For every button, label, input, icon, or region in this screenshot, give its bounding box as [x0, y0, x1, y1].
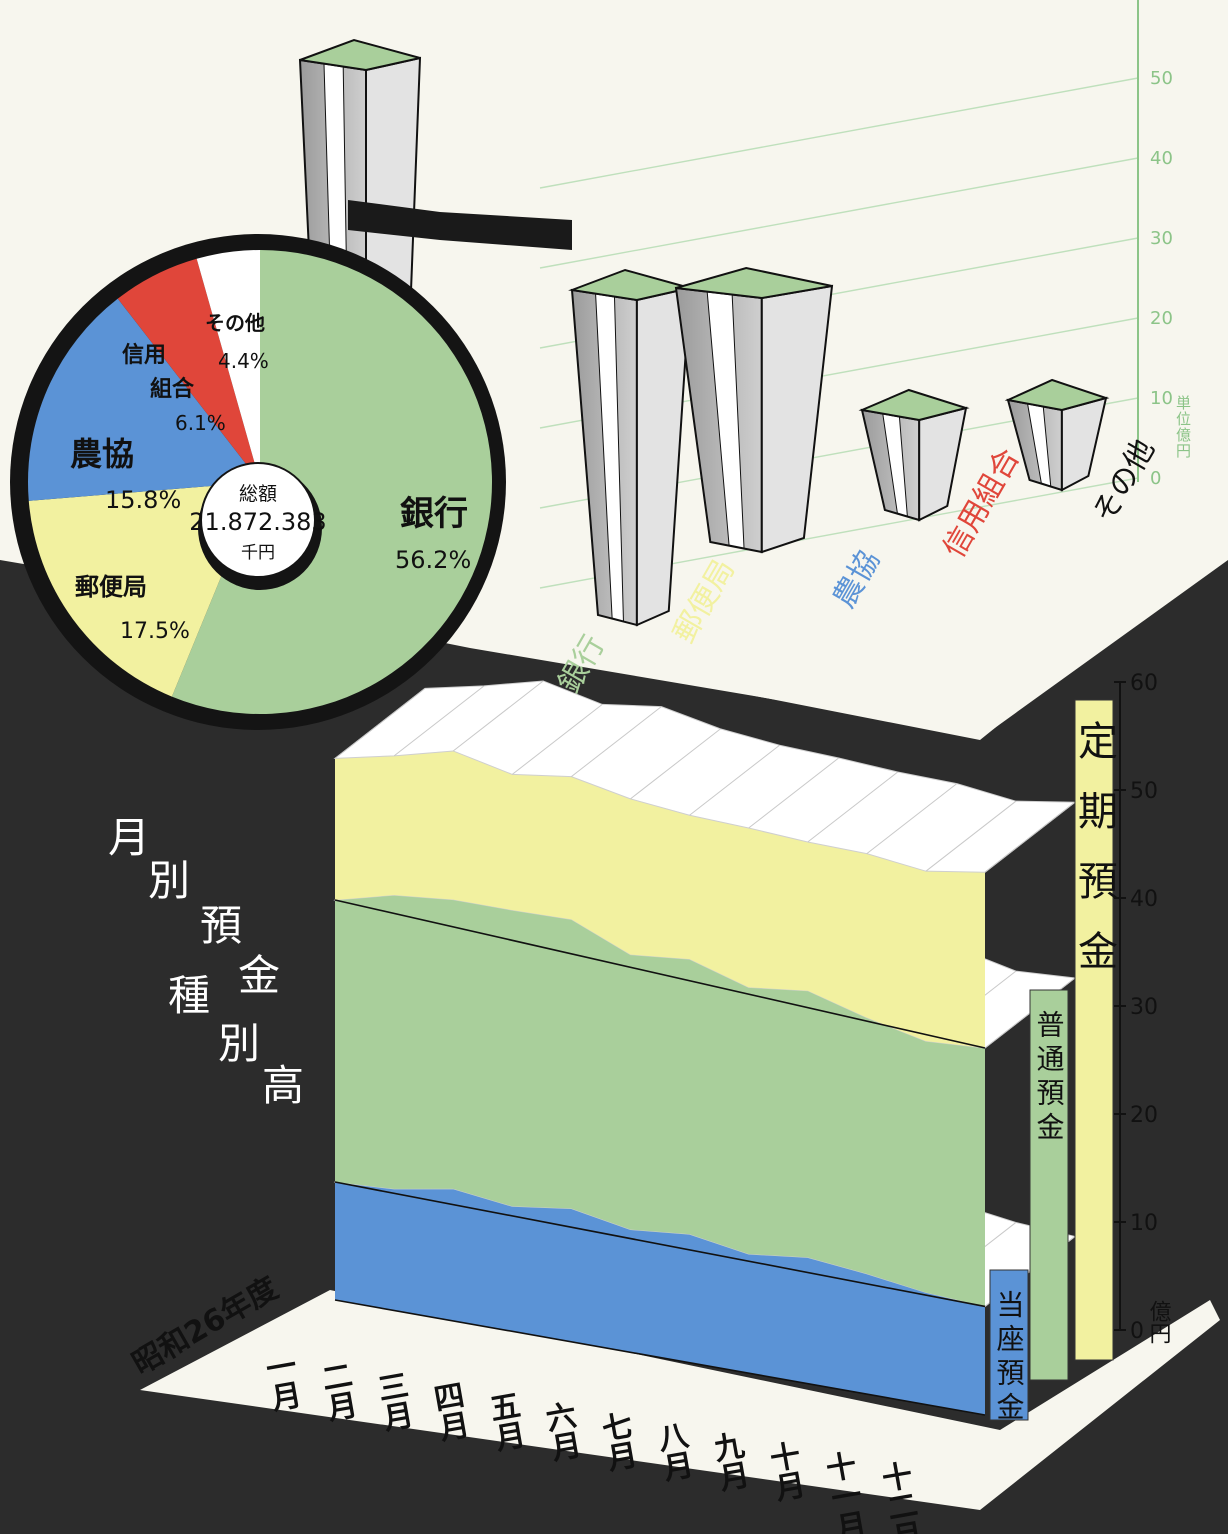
main-title-char: 種	[168, 971, 210, 1020]
area-top-rib	[925, 800, 1017, 872]
area-y-tick-label: 20	[1130, 1103, 1158, 1128]
pie-label-value: 56.2%	[395, 546, 471, 574]
area-series-label-定期預金: 定期預金	[1071, 720, 1117, 1000]
area-y-tick-label: 30	[1130, 995, 1158, 1020]
area-top-rib	[748, 757, 839, 829]
bar-top-農協	[675, 266, 833, 300]
area-series-baseline	[334, 899, 986, 1049]
area-chart-floor	[140, 1290, 1220, 1510]
bar-y-tick-label: 30	[1150, 228, 1173, 249]
pie-label-name: 郵便局	[75, 573, 147, 601]
bar-break-mark	[348, 200, 572, 250]
bar-y-tick-label: 40	[1150, 148, 1173, 169]
pie-label-value: 4.4%	[218, 349, 269, 373]
main-title-char: 別	[218, 1019, 260, 1068]
bar-y-tick-label: 0	[1150, 468, 1161, 489]
bar-chart-y-axis: 0 10 20 30 40 50	[1137, 0, 1173, 489]
area-y-tick-label: 0	[1130, 1319, 1144, 1344]
area-top-rib	[511, 704, 603, 775]
bar-y-tick-label: 10	[1150, 388, 1173, 409]
area-series-label-band	[989, 1269, 1029, 1421]
area-series-当座預金	[335, 1182, 985, 1415]
pie-labels: 銀行 56.2% 郵便局 17.5% 農協 15.8% 信用組合 6.1% その他 4.4%	[70, 311, 471, 644]
area-series-定期預金	[335, 750, 985, 1049]
pie-center-disk	[200, 462, 316, 578]
area-series-baseline	[334, 1299, 986, 1416]
area-chart-y-axis: 0 10 20 30 40 50 60	[1114, 671, 1158, 1344]
area-y-unit-label: 億円	[1146, 1300, 1172, 1344]
bar-top-その他	[1004, 378, 1110, 412]
pie-label-value: 17.5%	[120, 619, 190, 644]
bar-y-tick-label: 50	[1150, 68, 1173, 89]
bar-y-tick-label: 20	[1150, 308, 1173, 329]
bar-gridline	[539, 77, 1139, 189]
pie-label-name: 信用	[122, 342, 166, 368]
pie-center-unit: 千円	[241, 543, 275, 563]
area-series-baseline	[334, 1181, 986, 1308]
area-top-rib	[807, 771, 899, 843]
area-top-rib	[866, 783, 958, 855]
pie-slice-銀行	[171, 250, 493, 714]
area-top-rib	[689, 744, 780, 816]
area-series-label-band	[1029, 989, 1069, 1381]
pie-slice-農協	[28, 298, 260, 501]
pie-slices	[28, 250, 493, 714]
pie-label-name: 組合	[150, 376, 195, 402]
pie-label-value: 6.1%	[175, 411, 226, 435]
bar-top-銀行	[299, 38, 421, 72]
area-y-tick-label: 10	[1130, 1211, 1158, 1236]
area-y-tick-label: 40	[1130, 887, 1158, 912]
area-chart	[333, 680, 1077, 1416]
area-y-tick-label: 50	[1130, 779, 1158, 804]
area-series-label-普通預金: 普通預金	[1033, 1010, 1066, 1146]
area-top-rib	[452, 680, 544, 752]
bar-gridline	[539, 157, 1139, 269]
bar-y-unit-label: 単位億円	[1174, 395, 1192, 459]
pie-label-name: 銀行	[400, 494, 468, 534]
pie-label-name: 農協	[70, 435, 134, 473]
pie-chart: 総額 21.872.383 千円 銀行 56.2% 郵便局 17.5% 農協 15.8% 信…	[10, 234, 506, 730]
bar-chart-floor	[430, 528, 1228, 735]
pie-label-value: 15.8%	[105, 486, 181, 514]
bar-top-信用組合	[858, 388, 970, 422]
area-top-rib	[984, 801, 1076, 873]
area-top-rib	[571, 706, 662, 777]
area-series-label-当座預金: 当座預金	[993, 1290, 1026, 1426]
area-top-rib	[334, 687, 426, 759]
main-title-char: 高	[262, 1061, 304, 1110]
main-title-char: 月	[108, 813, 150, 862]
area-y-tick-label: 60	[1130, 671, 1158, 696]
main-title-char: 金	[238, 951, 280, 1000]
area-series-label-band	[1074, 699, 1114, 1361]
pie-slice-その他	[196, 250, 260, 482]
main-title-char: 別	[148, 856, 190, 905]
pie-label-name: その他	[205, 311, 265, 335]
pie-slice-信用組合	[117, 258, 260, 482]
area-top-rib	[630, 728, 721, 800]
main-title-char: 預	[200, 901, 242, 950]
area-top-rib	[393, 685, 485, 757]
pie-center-title: 総額	[239, 483, 277, 505]
pie-center-total: 21.872.383	[189, 508, 326, 536]
